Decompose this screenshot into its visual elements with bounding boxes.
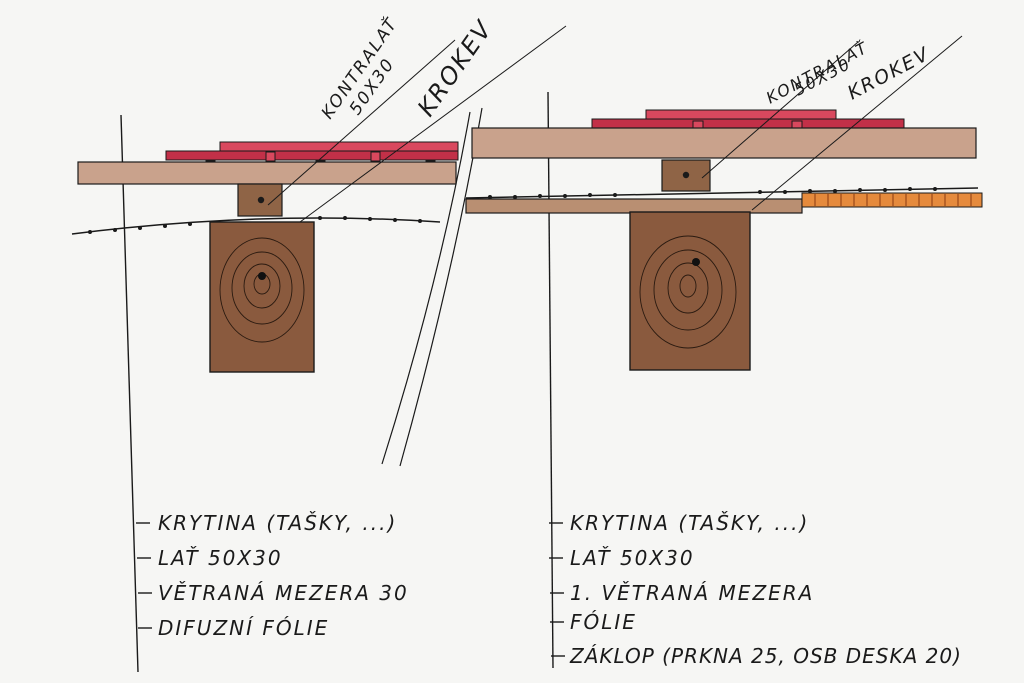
- right-layer-5: ZÁKLOP (PRKNA 25, OSB DESKA 20): [569, 644, 962, 668]
- right-sheathing-board: [465, 198, 803, 214]
- right-counterbatten-leader: [701, 41, 859, 179]
- right-counterbatten-nail: [682, 171, 690, 179]
- right-legend: KRYTINA (TAŠKY, ...) LAŤ 50X30 1. VĚTRAN…: [549, 511, 962, 668]
- left-membrane-dots: [88, 216, 422, 234]
- right-rafter-leader: [751, 35, 963, 211]
- right-layer-4: FÓLIE: [570, 610, 637, 634]
- left-section: KONTRALAŤ 50X30 KROKEV: [71, 13, 567, 673]
- left-legend: KRYTINA (TAŠKY, ...) LAŤ 50X30 VĚTRANÁ M…: [136, 511, 409, 640]
- right-section: KONTRALAŤ 50X30 KROKEV: [465, 35, 983, 669]
- right-rafter-rings: [639, 235, 737, 349]
- left-break-line-a: [381, 111, 471, 465]
- left-rafter-rings: [219, 237, 305, 343]
- left-layer-2: LAŤ 50X30: [158, 546, 283, 570]
- right-layer-2: LAŤ 50X30: [570, 546, 695, 570]
- right-layer-1: KRYTINA (TAŠKY, ...): [570, 511, 809, 535]
- right-layer-3: 1. VĚTRANÁ MEZERA: [570, 581, 814, 605]
- left-tile-lower: [165, 150, 459, 161]
- right-batten-band: [471, 127, 977, 159]
- left-batten-band: [77, 161, 457, 185]
- left-counterbatten-leader: [267, 39, 456, 206]
- right-reference-line: [547, 91, 554, 669]
- left-rafter-leader: [299, 25, 567, 223]
- right-rafter-pith: [692, 258, 700, 266]
- left-layer-1: KRYTINA (TAŠKY, ...): [158, 511, 397, 535]
- left-rafter: [209, 221, 315, 373]
- right-membrane: [465, 187, 979, 199]
- left-counterbatten-nail: [257, 196, 265, 204]
- right-membrane-dots: [488, 187, 937, 199]
- left-membrane: [71, 217, 441, 235]
- left-layer-4: DIFUZNÍ FÓLIE: [158, 616, 329, 640]
- left-layer-3: VĚTRANÁ MEZERA 30: [158, 581, 409, 605]
- right-osb-hatch: [814, 194, 972, 206]
- left-callout-rafter: KROKEV: [412, 15, 498, 122]
- left-reference-line: [120, 114, 139, 673]
- right-osb-board: [801, 192, 983, 208]
- right-rafter: [629, 211, 751, 371]
- left-rafter-pith: [258, 272, 266, 280]
